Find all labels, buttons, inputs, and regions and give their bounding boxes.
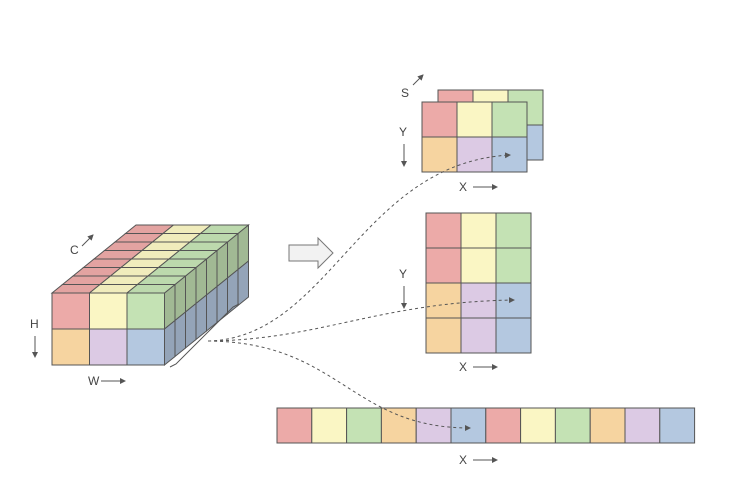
stacked-front-cell (421, 136, 458, 173)
tall-grid-cell (425, 247, 462, 284)
transform-arrow-icon (288, 236, 334, 270)
flat-row-cell (554, 407, 591, 444)
cube-3d (50, 223, 250, 367)
cube-front-cell (89, 292, 128, 330)
connector-to-stacked (207, 152, 511, 342)
flat-row-cell (276, 407, 313, 444)
cube-side-face (174, 310, 186, 358)
flat-row-cell (589, 407, 626, 444)
cube-axis-c-arrow (81, 234, 94, 247)
tall-grid-cell (460, 247, 497, 284)
flat-axis-x-label: X (459, 453, 467, 467)
flat-row-cell (346, 407, 382, 444)
stacked-front-cell (491, 101, 528, 138)
connector-to-flat (207, 340, 471, 431)
cube-side-face (216, 276, 228, 324)
stacked-front-cell (491, 136, 528, 173)
tall-grid-cell (495, 212, 532, 249)
tall-grid-cell (425, 317, 462, 354)
tall-axis-y-label: Y (399, 267, 407, 281)
stacked-axis-x-label: X (459, 180, 467, 194)
flat-row-cell (415, 407, 452, 444)
tall-grid-cell (425, 282, 462, 319)
stacked-axis-y-label: Y (399, 125, 407, 139)
tall-axis-x-label: X (459, 360, 467, 374)
cube-front-cell (126, 328, 165, 366)
tall-grid-cell (460, 212, 497, 249)
flat-row-cell (450, 407, 487, 444)
cube-side-face (185, 302, 197, 350)
flat-row-cell (380, 407, 417, 444)
flat-row (276, 407, 696, 444)
flat-row-cell (659, 407, 696, 444)
stacked-front-cell (456, 101, 493, 138)
cube-axis-w-label: W (88, 374, 100, 388)
tall-grid-cell (495, 317, 532, 354)
flat-row-cell (520, 407, 556, 444)
cube-side-face (195, 293, 207, 341)
cube-side-face (237, 259, 249, 307)
flat-row-cell (624, 407, 661, 444)
cube-front-cell (89, 328, 128, 366)
tall-grid-cell (495, 247, 532, 284)
cube-side-face (164, 319, 176, 367)
cube-axis-h-label: H (30, 317, 39, 331)
stacked-planes (421, 89, 544, 173)
flat-row-cell (485, 407, 522, 444)
tall-grid-cell (460, 317, 497, 354)
flat-row-cell (311, 407, 348, 444)
stacked-axis-s-arrow (412, 74, 424, 86)
cube-front-cell (51, 292, 90, 330)
stacked-front-cell (421, 101, 458, 138)
cube-axis-c-label: C (70, 243, 79, 257)
tall-grid-cell (425, 212, 462, 249)
cube-brace (169, 303, 240, 368)
stacked-axis-s-label: S (401, 86, 409, 100)
connector-to-tall (207, 297, 515, 342)
tall-grid-cell (460, 282, 497, 319)
cube-front-cell (126, 292, 165, 330)
cube-front-cell (51, 328, 90, 366)
stacked-front-cell (456, 136, 493, 173)
tall-grid (425, 212, 532, 354)
